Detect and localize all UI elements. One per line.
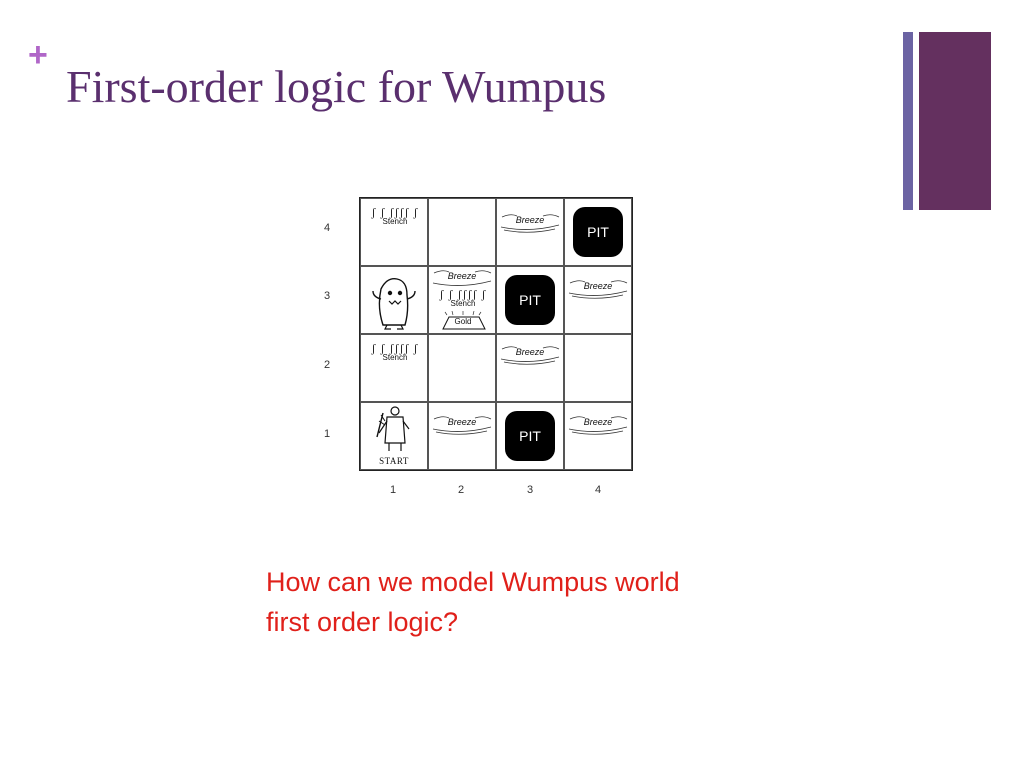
breeze-wind-icon [568, 280, 628, 299]
row-label-1: 1 [323, 428, 331, 440]
slide-title: First-order logic for Wumpus [66, 61, 607, 112]
cell-3-1: PIT [496, 402, 564, 470]
col-label-2: 2 [457, 484, 465, 496]
cell-1-4: ʃ ʃ ʃʃʃʃ ʃ Stench [360, 198, 428, 266]
cell-4-2 [564, 334, 632, 402]
wumpus-world-grid: ʃ ʃ ʃʃʃʃ ʃ Stench Breeze PIT [359, 197, 633, 471]
breeze-wind-icon [432, 416, 492, 435]
agent-explorer-icon [376, 406, 410, 451]
decorative-bar-thin [903, 32, 913, 210]
breeze-indicator: Breeze [567, 413, 629, 435]
breeze-label: Breeze [583, 417, 613, 427]
gold-indicator: Gold [439, 310, 487, 331]
cell-4-4: PIT [564, 198, 632, 266]
row-label-2: 2 [323, 359, 331, 371]
cell-2-2 [428, 334, 496, 402]
wumpus-monster-icon [372, 278, 416, 330]
stench-squiggle-icon: ʃ ʃ ʃʃʃʃ ʃ [371, 341, 419, 355]
breeze-label: Breeze [447, 417, 477, 427]
breeze-label: Breeze [583, 281, 613, 291]
stench-label: Stench [450, 299, 476, 308]
cell-1-1: START [360, 402, 428, 470]
breeze-indicator: Breeze [567, 277, 629, 299]
stench-label: Stench [382, 217, 408, 226]
breeze-indicator: Breeze [431, 413, 493, 435]
breeze-indicator: Breeze [499, 343, 561, 365]
cell-3-2: Breeze [496, 334, 564, 402]
breeze-indicator: Breeze [499, 211, 561, 233]
breeze-wind-icon [500, 214, 560, 233]
cell-4-1: Breeze [564, 402, 632, 470]
cell-1-2: ʃ ʃ ʃʃʃʃ ʃ Stench [360, 334, 428, 402]
col-label-1: 1 [389, 484, 397, 496]
cell-2-3: Breeze ʃ ʃ ʃʃʃʃ ʃ Stench Gold [428, 266, 496, 334]
cell-3-4: Breeze [496, 198, 564, 266]
row-label-4: 4 [323, 222, 331, 234]
cell-2-4 [428, 198, 496, 266]
cell-1-3 [360, 266, 428, 334]
col-label-4: 4 [594, 484, 602, 496]
pit-marker: PIT [573, 207, 623, 257]
gold-label: Gold [454, 317, 472, 326]
col-label-3: 3 [526, 484, 534, 496]
stench-indicator: ʃ ʃ ʃʃʃʃ ʃ Stench [365, 341, 425, 365]
gold-bar-icon [442, 310, 486, 330]
stench-label: Stench [382, 353, 408, 362]
breeze-label: Breeze [447, 271, 477, 281]
stench-squiggle-icon: ʃ ʃ ʃʃʃʃ ʃ [371, 205, 419, 219]
breeze-wind-icon [432, 270, 492, 286]
decorative-bar-thick [919, 32, 991, 210]
question-text: How can we model Wumpus world first orde… [266, 562, 826, 642]
bullet-plus-icon: + [28, 36, 48, 74]
cell-4-3: Breeze [564, 266, 632, 334]
stench-indicator: ʃ ʃ ʃʃʃʃ ʃ Stench [433, 287, 493, 311]
stench-indicator: ʃ ʃ ʃʃʃʃ ʃ Stench [365, 205, 425, 229]
cell-3-3: PIT [496, 266, 564, 334]
start-label: START [379, 456, 409, 466]
breeze-label: Breeze [515, 347, 545, 357]
breeze-label: Breeze [515, 215, 545, 225]
pit-marker: PIT [505, 411, 555, 461]
question-line-1: How can we model Wumpus world [266, 567, 680, 597]
cell-2-1: Breeze [428, 402, 496, 470]
row-label-3: 3 [323, 290, 331, 302]
question-line-2: first order logic? [266, 607, 459, 637]
breeze-wind-icon [500, 346, 560, 365]
pit-marker: PIT [505, 275, 555, 325]
breeze-wind-icon [568, 416, 628, 435]
breeze-indicator: Breeze [431, 267, 493, 289]
stench-squiggle-icon: ʃ ʃ ʃʃʃʃ ʃ [439, 287, 487, 301]
